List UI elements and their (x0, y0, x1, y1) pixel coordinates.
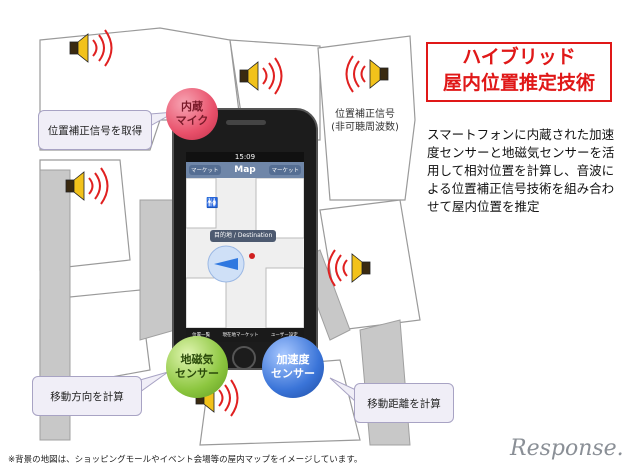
callout-correction-signal-text: 位置補正信号を取得 (47, 124, 143, 137)
callout-distance-text: 移動距離を計算 (367, 397, 441, 410)
mic-circle: 内蔵 マイク (166, 88, 218, 140)
tab-list[interactable]: 位置一覧 (192, 332, 210, 338)
smartphone: 15:09 マーケット Map マーケット 🚻 目的地 / Destinatio… (172, 108, 318, 370)
status-bar: 15:09 (186, 152, 304, 162)
nav-bar: マーケット Map マーケット (186, 162, 304, 178)
home-button[interactable] (232, 346, 256, 370)
direction-arrow-icon (214, 258, 238, 270)
nav-right-button[interactable]: マーケット (269, 165, 301, 175)
geomagnetic-label-line2: センサー (175, 367, 219, 380)
callout-correction-signal: 位置補正信号を取得 (38, 110, 152, 150)
mic-label-line1: 内蔵 (181, 100, 203, 113)
tab-bar: 位置一覧 現在地マーケット ユーザー設定 (186, 328, 304, 342)
acceleration-label-line2: センサー (271, 367, 315, 380)
nav-title: Map (234, 165, 256, 175)
callout-distance: 移動距離を計算 (354, 383, 454, 423)
tab-settings[interactable]: ユーザー設定 (270, 333, 298, 338)
geomagnetic-circle: 地磁気 センサー (166, 336, 228, 398)
destination-pin-icon (249, 253, 255, 259)
title-line1: ハイブリッド (462, 46, 576, 68)
acceleration-circle: 加速度 センサー (262, 336, 324, 398)
speaker-slot (226, 120, 266, 125)
tab-market[interactable]: 現在地マーケット (222, 333, 259, 338)
phone-screen: 15:09 マーケット Map マーケット 🚻 目的地 / Destinatio… (186, 152, 304, 342)
title-line2: 屋内位置推定技術 (442, 72, 595, 94)
footnote: ※背景の地図は、ショッピングモールやイベント会場等の屋内マップをイメージしていま… (8, 455, 363, 465)
acceleration-label-line1: 加速度 (276, 353, 310, 366)
brand-logo: Response. (510, 436, 624, 461)
callout-direction: 移動方向を計算 (32, 376, 142, 416)
status-time: 15:09 (234, 153, 256, 161)
nav-left-button[interactable]: マーケット (189, 165, 221, 175)
title-box: ハイブリッド 屋内位置推定技術 (426, 42, 612, 102)
geomagnetic-label-line1: 地磁気 (180, 353, 214, 366)
phone-map: 🚻 (186, 178, 304, 328)
map-correction-label-line1: 位置補正信号 (335, 109, 395, 120)
map-correction-label: 位置補正信号 (非可聴周波数) (320, 108, 410, 134)
mic-label-line2: マイク (175, 114, 209, 127)
description-text: スマートフォンに内蔵された加速度センサーと地磁気センサーを活用して相対位置を計算… (427, 127, 615, 214)
destination-label: 目的地 / Destination (210, 230, 277, 242)
callout-direction-text: 移動方向を計算 (50, 390, 124, 403)
map-corridor-left (39, 169, 71, 441)
restroom-icon: 🚻 (206, 196, 218, 209)
map-room-top-right (317, 35, 416, 201)
map-correction-label-line2: (非可聴周波数) (331, 122, 399, 133)
